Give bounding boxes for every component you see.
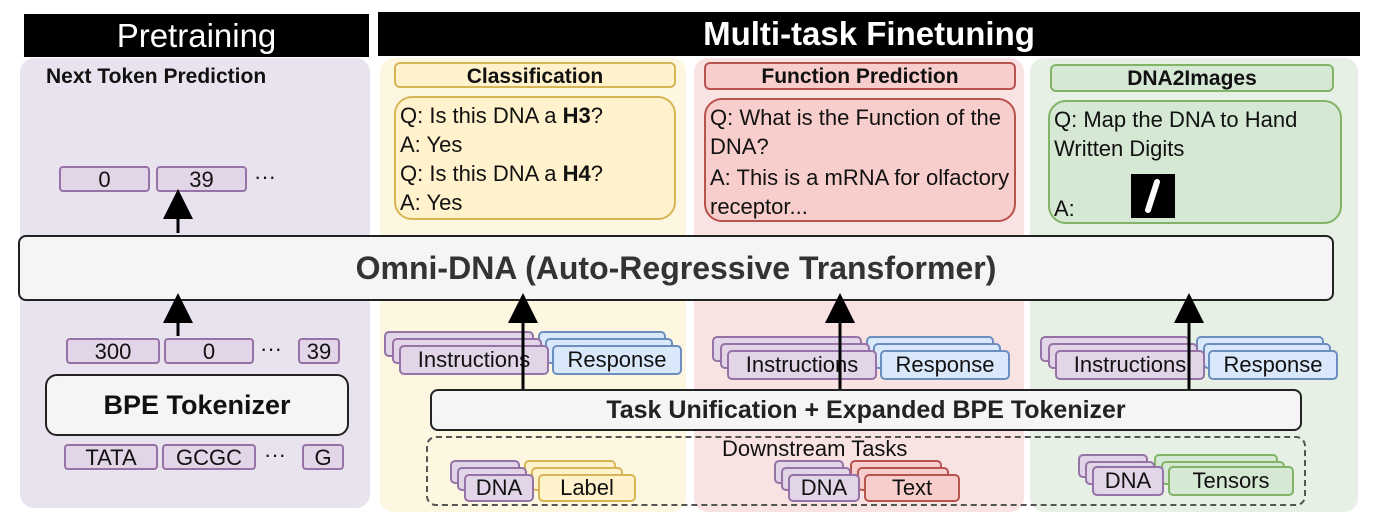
output-token: 0 <box>59 166 150 192</box>
instructions-card: Instructions <box>727 350 877 380</box>
finetuning-header: Multi-task Finetuning <box>378 12 1360 56</box>
input-token: 0 <box>164 338 254 364</box>
classification-title: Classification <box>394 62 676 88</box>
handwritten-digit-image <box>1131 174 1175 218</box>
instructions-card: Instructions <box>399 345 549 375</box>
next-token-prediction-label: Next Token Prediction <box>46 65 267 88</box>
qa-line: A: Yes <box>400 190 463 215</box>
dna-token: G <box>302 444 344 470</box>
qa-line: Q: Is this DNA a H3? <box>400 103 603 128</box>
output-ellipsis: ··· <box>254 164 276 189</box>
qa-line: Q: Is this DNA a H4? <box>400 161 603 186</box>
input-token: 300 <box>66 338 160 364</box>
omni-dna-model-box: Omni-DNA (Auto-Regressive Transformer) <box>18 235 1334 301</box>
response-card: Response <box>1208 350 1338 380</box>
label-card: Label <box>538 474 636 502</box>
dna2images-title: DNA2Images <box>1050 64 1334 92</box>
downstream-tasks-title: Downstream Tasks <box>722 436 908 461</box>
input-ellipsis: ··· <box>260 336 282 361</box>
qa-question: Q: What is the Function of the DNA? <box>710 105 1002 159</box>
dna-card: DNA <box>464 474 534 502</box>
task-unification-label: Task Unification + Expanded BPE Tokenize… <box>606 396 1126 424</box>
qa-line: A: Yes <box>400 132 463 157</box>
qa-answer: A: This is a mRNA for olfactory receptor… <box>710 165 1010 219</box>
qa-answer: A: <box>1054 196 1075 221</box>
response-card: Response <box>880 350 1010 380</box>
classification-qa-box: Q: Is this DNA a H3? A: Yes Q: Is this D… <box>394 96 676 220</box>
input-token: 39 <box>298 338 340 364</box>
function-qa-box: Q: What is the Function of the DNA? A: T… <box>704 98 1016 222</box>
dna-card: DNA <box>788 474 860 502</box>
downstream-tasks-box <box>426 436 1306 506</box>
bpe-tokenizer-label: BPE Tokenizer <box>103 390 291 420</box>
dna-ellipsis: ··· <box>264 442 286 467</box>
instructions-card: Instructions <box>1055 350 1205 380</box>
tensors-card: Tensors <box>1168 466 1294 496</box>
function-prediction-title: Function Prediction <box>704 62 1016 90</box>
dna-card: DNA <box>1092 466 1164 496</box>
digit-one-icon <box>1145 179 1160 213</box>
text-card: Text <box>864 474 960 502</box>
qa-question: Q: Map the DNA to Hand Written Digits <box>1054 107 1298 161</box>
response-card: Response <box>552 345 682 375</box>
dna-token: GCGC <box>162 444 256 470</box>
output-token: 39 <box>156 166 247 192</box>
pretraining-header: Pretraining <box>24 14 369 57</box>
dna2images-qa-box: Q: Map the DNA to Hand Written Digits A: <box>1048 100 1342 224</box>
bpe-tokenizer-box: BPE Tokenizer <box>45 374 349 436</box>
omni-dna-model-label: Omni-DNA (Auto-Regressive Transformer) <box>355 250 997 286</box>
task-unification-box: Task Unification + Expanded BPE Tokenize… <box>430 389 1302 431</box>
dna-token: TATA <box>64 444 158 470</box>
